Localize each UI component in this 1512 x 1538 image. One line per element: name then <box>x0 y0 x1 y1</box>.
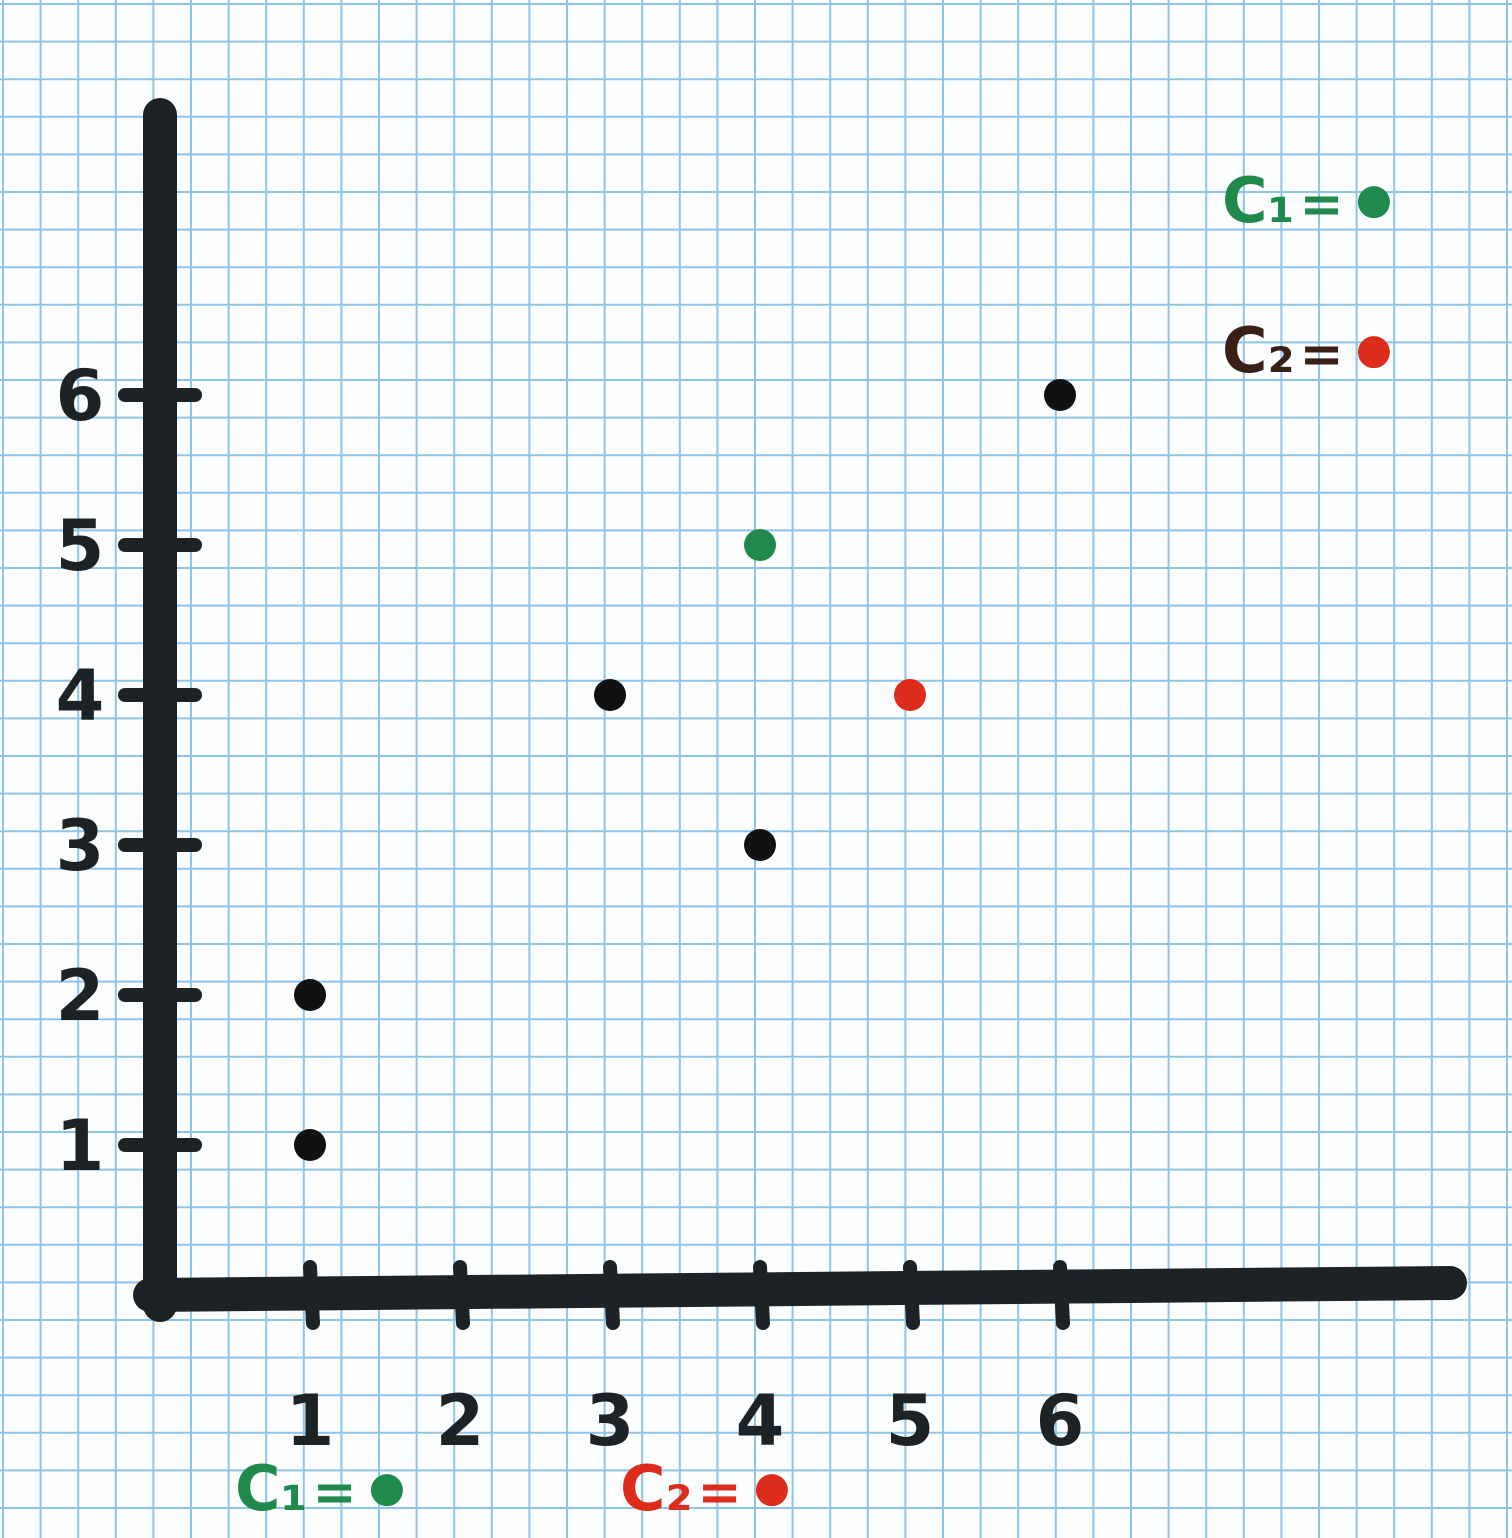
x-tick-label: 4 <box>736 1380 785 1462</box>
data-point <box>744 529 776 561</box>
x-tick-mark <box>453 1260 470 1330</box>
y-tick-label: 5 <box>56 505 105 587</box>
x-tick-label: 1 <box>286 1380 335 1462</box>
x-tick-mark <box>1053 1260 1070 1330</box>
legend-marker <box>1357 186 1390 219</box>
x-tick-mark <box>303 1260 320 1330</box>
x-tick-label: 6 <box>1036 1380 1085 1462</box>
x-tick-mark <box>603 1260 620 1330</box>
legend-symbol: C₁ <box>1222 164 1295 237</box>
legend-equals: = <box>1300 324 1344 385</box>
x-tick-label: 3 <box>586 1380 635 1462</box>
legend-top-right: C₁=C₂= <box>1222 164 1390 387</box>
x-tick-mark <box>753 1260 770 1330</box>
x-tick-label: 2 <box>436 1380 485 1462</box>
y-tick-label: 3 <box>56 805 105 887</box>
data-points <box>294 379 1076 1161</box>
y-tick-label: 1 <box>56 1105 105 1187</box>
y-tick-label: 6 <box>56 355 105 437</box>
y-tick-label: 4 <box>56 655 105 737</box>
x-tick-label: 5 <box>886 1380 935 1462</box>
legend-symbol: C₂ <box>1222 314 1295 387</box>
legend-bottom: C₁=C₂= <box>235 1452 788 1525</box>
legend-marker <box>755 1474 788 1507</box>
x-axis-line <box>133 1266 1467 1312</box>
data-point <box>894 679 926 711</box>
tick-marks <box>118 388 1070 1330</box>
tick-labels: 1 2 3 4 5 6 1 2 3 4 5 6 <box>56 355 1085 1462</box>
data-point <box>1044 379 1076 411</box>
data-point <box>294 979 326 1011</box>
legend-equals: = <box>1300 174 1344 235</box>
legend-equals: = <box>698 1462 742 1523</box>
legend-equals: = <box>313 1462 357 1523</box>
legend-symbol: C₁ <box>235 1452 308 1525</box>
data-point <box>744 829 776 861</box>
y-tick-label: 2 <box>56 955 105 1037</box>
x-tick-mark <box>903 1260 920 1330</box>
data-point <box>294 1129 326 1161</box>
axes <box>133 98 1467 1322</box>
legend-marker <box>1357 336 1390 369</box>
legend-symbol: C₂ <box>620 1452 693 1525</box>
legend-marker <box>370 1474 403 1507</box>
data-point <box>594 679 626 711</box>
